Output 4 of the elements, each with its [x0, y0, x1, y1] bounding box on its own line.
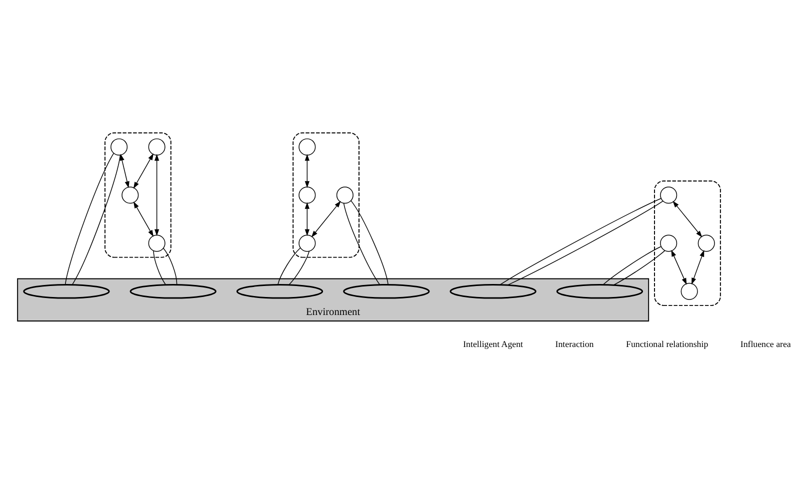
legend-label: Interaction [555, 338, 594, 348]
legend-label: Intelligent Agent [463, 338, 524, 348]
legend-label: Functional relationship [626, 338, 708, 348]
legend-label: Influence area [740, 338, 791, 348]
